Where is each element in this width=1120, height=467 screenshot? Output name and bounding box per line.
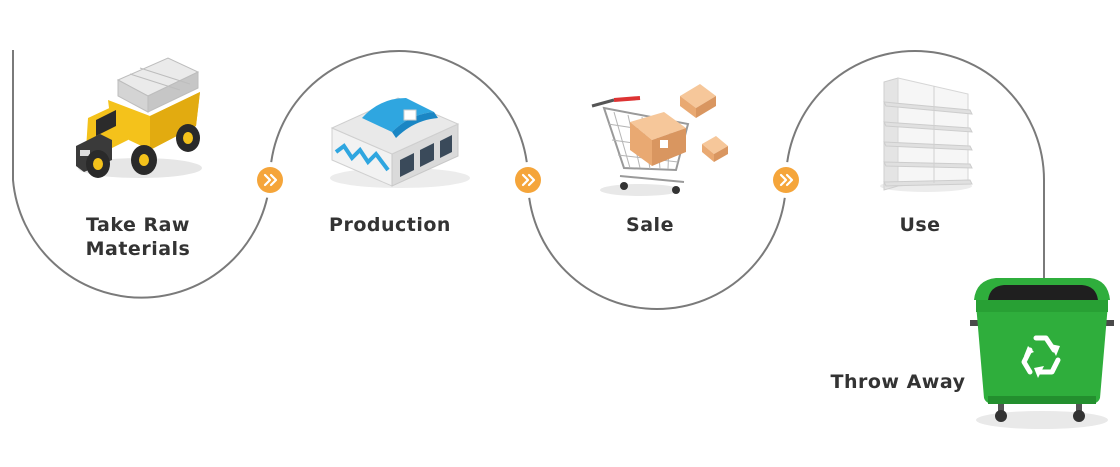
step-label-use: Use: [899, 214, 941, 236]
factory-icon: [330, 97, 470, 188]
connector-2: [510, 162, 546, 198]
recycle-bin-icon: [970, 278, 1114, 429]
double-chevron-right-icon: [779, 173, 794, 187]
step-label-production: Production: [329, 214, 451, 236]
connector-3: [768, 162, 804, 198]
double-chevron-right-icon: [263, 173, 278, 187]
shopping-cart-icon: [591, 84, 728, 196]
double-chevron-right-icon: [521, 173, 536, 187]
step-label-take-raw-materials: Take Raw Materials: [58, 213, 218, 261]
connector-1: [252, 162, 288, 198]
step-label-line: Materials: [85, 238, 191, 260]
step-label-sale: Sale: [626, 214, 674, 236]
step-label-line: Take Raw: [86, 214, 190, 236]
dump-truck-icon: [76, 57, 202, 178]
step-label-throw-away: Throw Away: [830, 371, 966, 393]
store-shelf-icon: [880, 77, 973, 192]
